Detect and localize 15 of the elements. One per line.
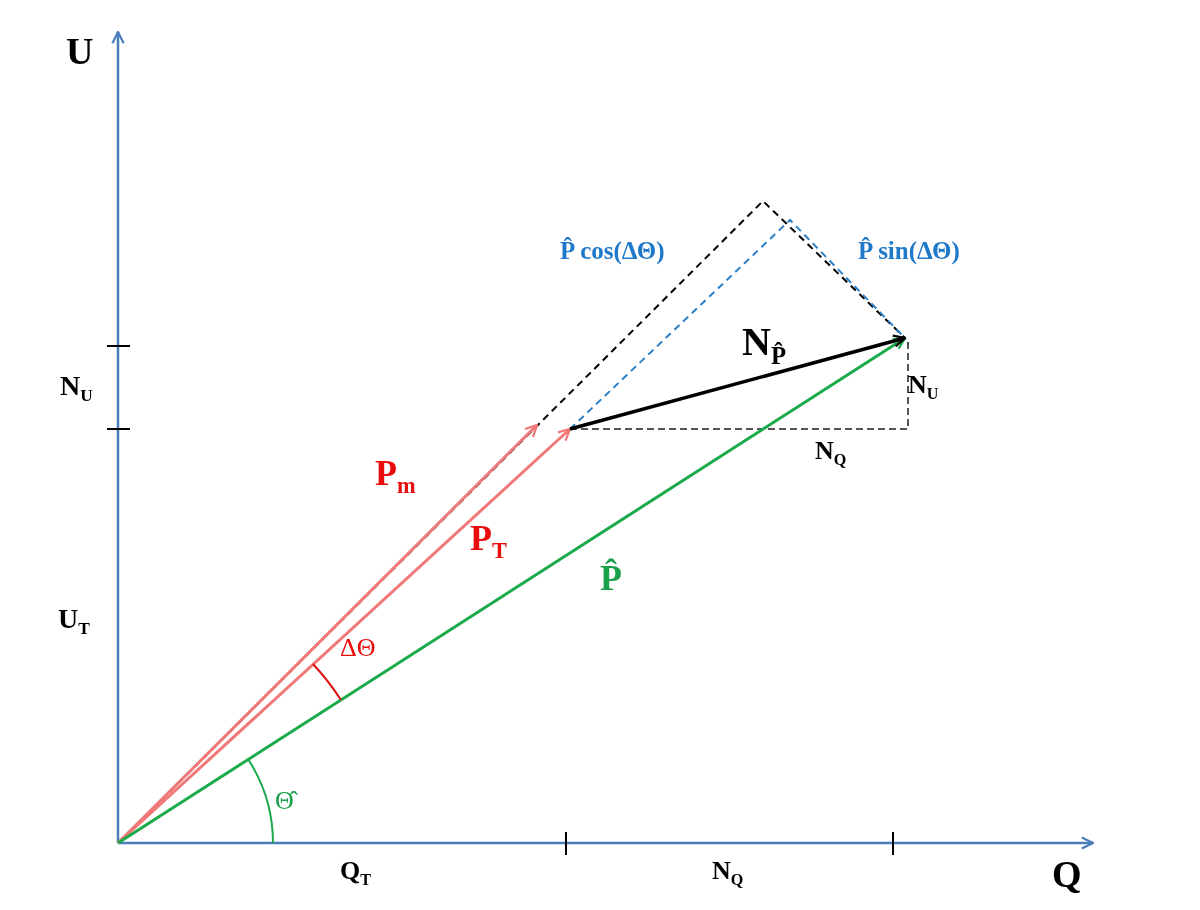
tick-label: Q$_{T}$: [340, 858, 371, 888]
component-label: P̂ cos(ΔΘ): [560, 238, 665, 263]
vector-label: P̂: [600, 560, 622, 596]
tick-label: N$_{Q}$: [712, 858, 744, 888]
component-label: N$_{Q}$: [815, 438, 847, 468]
component-label: P̂ sin(ΔΘ): [858, 238, 960, 263]
vector-label: P$_{m}$: [375, 455, 416, 498]
component-label: N$_{U}$: [908, 372, 939, 402]
tick-label: N$_{U}$: [60, 372, 93, 405]
axis-label: Q: [1052, 855, 1082, 893]
tick-label: U$_{T}$: [58, 605, 90, 638]
axis-label: U: [66, 32, 94, 70]
angle-label: ΔΘ: [340, 635, 376, 661]
vector-label: N$_{P̂}$: [742, 322, 787, 369]
vector-label: P$_{T}$: [470, 520, 507, 563]
